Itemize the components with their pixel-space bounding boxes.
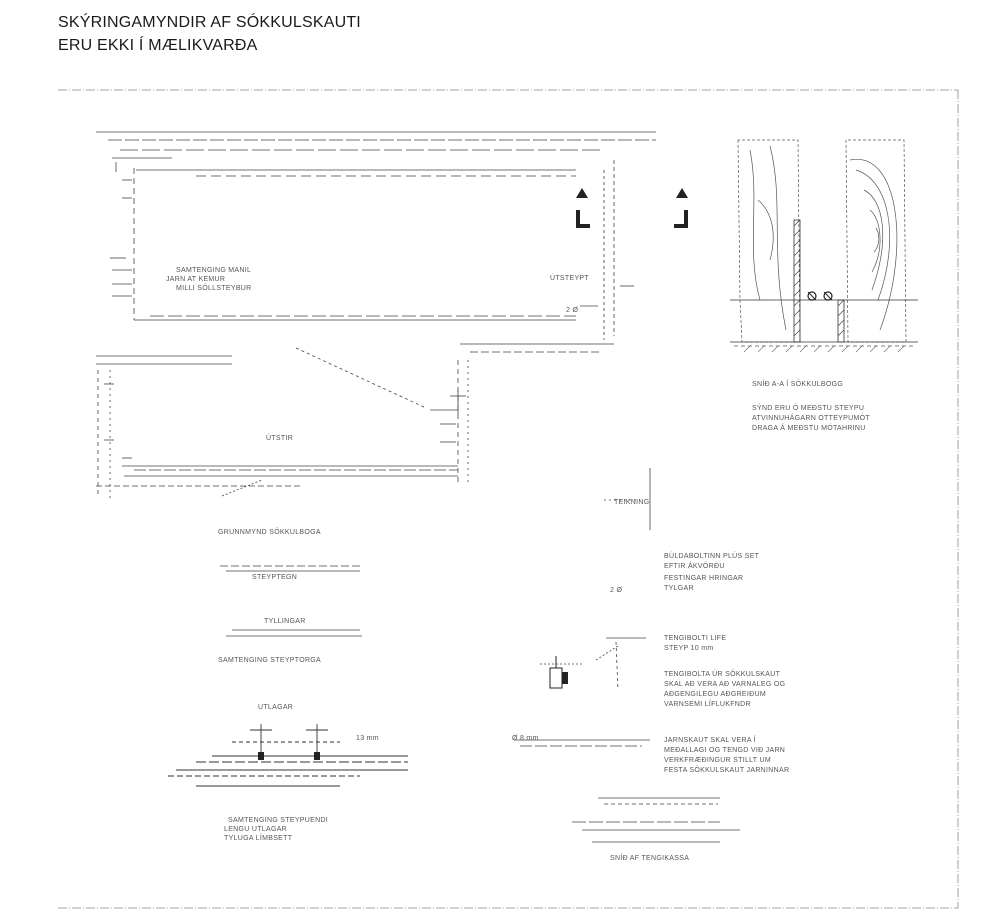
section-note-2: ATVINNUHÁGARN OTTEYPUMÓT bbox=[752, 413, 870, 422]
bolt-note-2: EFTIR ÁKVÖRÐU bbox=[664, 561, 725, 570]
bolt-note-4: TYLGAR bbox=[664, 585, 694, 592]
section-note-3: DRAGA Á MEÐSTU MÓTAHRINU bbox=[752, 423, 866, 432]
connection-detail bbox=[514, 468, 740, 843]
drawing-title-line-1: SKÝRINGAMYNDIR AF SÓKKULSKAUTI bbox=[58, 14, 361, 31]
jarnskaut-note-4: FESTA SÖKKULSKAUT JARNINNAR bbox=[664, 766, 789, 774]
detail-caption-steypuend-2: LENGU UTLAGAR bbox=[224, 826, 287, 833]
tengibolti-note-1: TENGIBOLTI LIFE bbox=[664, 635, 726, 642]
detail-dim-small: Ø 8 mm bbox=[512, 735, 539, 742]
section-marker-right-icon bbox=[674, 188, 688, 228]
detail-caption-steypuend-1: SAMTENGING STEYPUENDI bbox=[228, 817, 328, 824]
foundation-plan-view bbox=[96, 131, 656, 498]
tengibolti-note-2: STEYP 10 mm bbox=[664, 645, 713, 652]
detail-label-teikning: TEIKNING bbox=[614, 499, 649, 506]
terminal-box-icon bbox=[549, 656, 568, 689]
electrode-icon bbox=[807, 291, 833, 301]
section-marker-left-icon bbox=[576, 188, 590, 228]
tenging-note-4: VARNSEMI LÍFLUKFNDR bbox=[664, 699, 751, 708]
jarnskaut-note-2: MEÐALLAGI OG TENGD VIÐ JARN bbox=[664, 747, 785, 754]
detail-caption-steypuend-3: TYLUGA LÍMBSETT bbox=[224, 833, 293, 842]
section-caption-snid: SNÍÐ A-A Í SÖKKULBOGG bbox=[752, 379, 843, 388]
plan-label-samtenging-2: JARN AT KEMUR bbox=[166, 276, 225, 283]
samtenging-steyptorga-detail bbox=[226, 629, 362, 637]
bolt-icon bbox=[258, 752, 320, 760]
detail-label-tyllingar: TYLLINGAR bbox=[264, 618, 306, 625]
jarnskaut-note-3: VERKFRÆÐINGUR STILLT UM bbox=[664, 757, 771, 764]
plan-label-utsteypt: ÚTSTEYPT bbox=[550, 273, 589, 282]
sheet-border bbox=[58, 89, 959, 909]
section-hatch-strip bbox=[793, 219, 845, 343]
detail-dim-small2: 2 Ø bbox=[610, 587, 622, 594]
tenging-note-2: SKAL AÐ VERA AÐ VARNALEG OG bbox=[664, 681, 785, 688]
plan-caption-grunnmynd: GRUNNMYND SÖKKULBOGA bbox=[218, 528, 321, 536]
detail-caption-samtenging-steyptorga: SAMTENGING STEYPTORGA bbox=[218, 657, 321, 664]
detail-caption-tengikassi: SNÍÐ AF TENGIKASSA bbox=[610, 853, 689, 862]
plan-label-ref: 2 Ø bbox=[566, 307, 578, 314]
steyp-tegn-detail bbox=[220, 565, 362, 572]
detail-caption-steyp-tegn: STEYPTEGN bbox=[252, 574, 297, 581]
jarnskaut-note-1: JARNSKAUT SKAL VERA Í bbox=[664, 735, 756, 744]
tenging-note-3: AÐGENGILEGU AÐGREIÐUM bbox=[664, 691, 766, 698]
utlagar-section-detail bbox=[168, 724, 408, 787]
plan-label-utstir: ÚTSTIR bbox=[266, 433, 293, 442]
detail-label-utlagar: UTLAGAR bbox=[258, 704, 293, 711]
section-a-a-view bbox=[730, 139, 918, 347]
section-note-1: SÝND ERU Ó MEÐSTU STEYPU bbox=[752, 403, 864, 412]
ground-hatch bbox=[743, 345, 905, 353]
bolt-note-3: FESTINGAR HRINGAR bbox=[664, 575, 743, 582]
bolt-note-1: BÚLDABOLTINN PLÚS SET bbox=[664, 551, 760, 560]
plan-label-samtenging-3: MILLI SÓLLSTEYBUR bbox=[176, 283, 252, 292]
drawing-title-line-2: ERU EKKI Í MÆLIKVARÐA bbox=[58, 37, 258, 54]
plan-label-samtenging-1: SAMTENGING MANIL bbox=[176, 267, 251, 274]
detail-dimension: 13 mm bbox=[356, 735, 379, 742]
tenging-note-1: TENGIBOLTA ÚR SÖKKULSKAUT bbox=[664, 669, 781, 678]
